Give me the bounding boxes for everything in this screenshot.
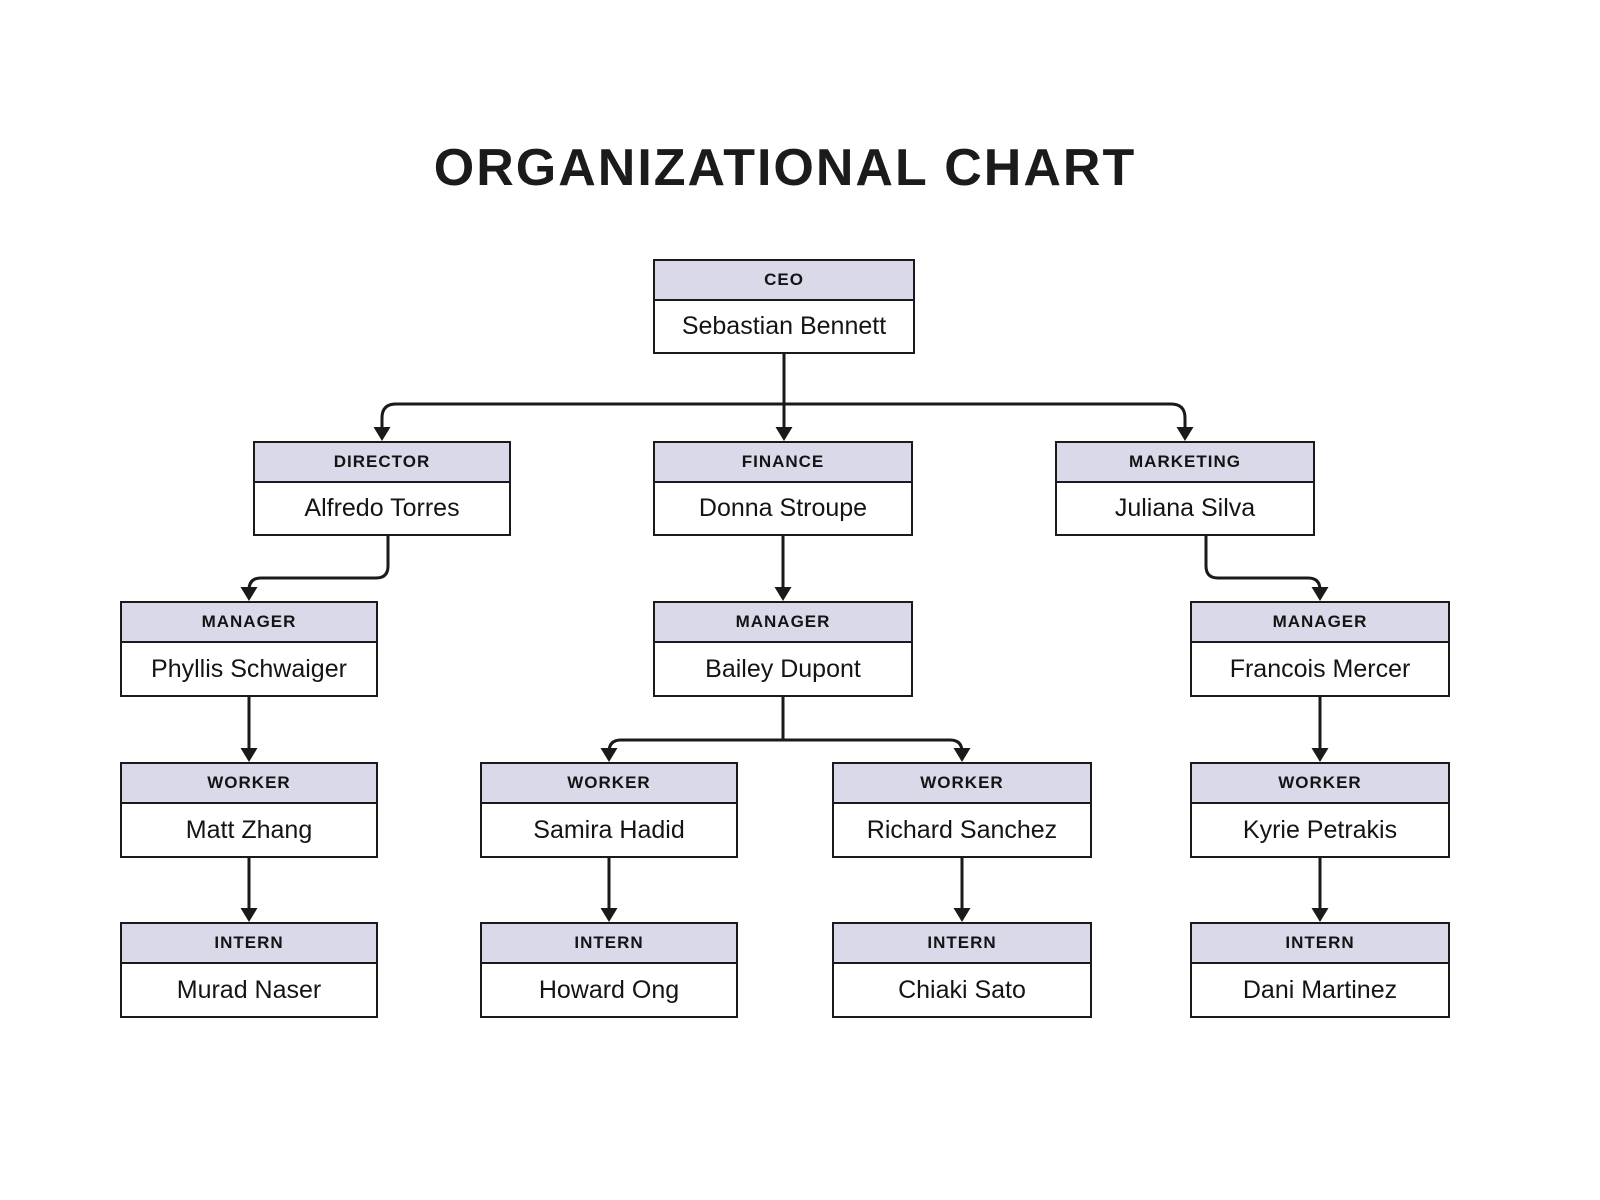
node-marketing-person-name: Juliana Silva (1057, 483, 1313, 534)
node-intern-finance-1: INTERN Howard Ong (480, 922, 738, 1018)
node-finance: FINANCE Donna Stroupe (653, 441, 913, 536)
node-intern-marketing-role-label: INTERN (1192, 924, 1448, 964)
node-worker-director: WORKER Matt Zhang (120, 762, 378, 858)
node-intern-director-person-name: Murad Naser (122, 964, 376, 1016)
node-director: DIRECTOR Alfredo Torres (253, 441, 511, 536)
arrowhead-managerR (1311, 587, 1329, 601)
node-intern-finance-2: INTERN Chiaki Sato (832, 922, 1092, 1018)
node-worker-finance-1-role-label: WORKER (482, 764, 736, 804)
node-intern-marketing: INTERN Dani Martinez (1190, 922, 1450, 1018)
node-marketing-role-label: MARKETING (1057, 443, 1313, 483)
arrowhead-workerC2 (953, 748, 971, 762)
arrowhead-director (373, 427, 391, 441)
node-intern-director: INTERN Murad Naser (120, 922, 378, 1018)
arrowhead-finance (775, 427, 793, 441)
arrowhead-internR (1311, 908, 1329, 922)
node-intern-finance-2-person-name: Chiaki Sato (834, 964, 1090, 1016)
node-ceo: CEO Sebastian Bennett (653, 259, 915, 354)
node-manager-marketing-person-name: Francois Mercer (1192, 643, 1448, 695)
connector-ceo-branch-bar (380, 402, 1187, 430)
node-intern-director-role-label: INTERN (122, 924, 376, 964)
arrowhead-workerL (240, 748, 258, 762)
arrowhead-internL (240, 908, 258, 922)
node-ceo-person-name: Sebastian Bennett (655, 301, 913, 352)
node-manager-marketing-role-label: MANAGER (1192, 603, 1448, 643)
node-worker-marketing-role-label: WORKER (1192, 764, 1448, 804)
node-intern-finance-1-person-name: Howard Ong (482, 964, 736, 1016)
node-director-person-name: Alfredo Torres (255, 483, 509, 534)
node-intern-finance-2-role-label: INTERN (834, 924, 1090, 964)
arrowhead-internC2 (953, 908, 971, 922)
node-manager-finance-person-name: Bailey Dupont (655, 643, 911, 695)
node-worker-director-person-name: Matt Zhang (122, 804, 376, 856)
node-finance-person-name: Donna Stroupe (655, 483, 911, 534)
connector-director-to-manager (247, 536, 390, 592)
arrowhead-internC1 (600, 908, 618, 922)
node-director-role-label: DIRECTOR (255, 443, 509, 483)
node-worker-marketing-person-name: Kyrie Petrakis (1192, 804, 1448, 856)
arrowhead-managerL (240, 587, 258, 601)
connector-marketing-to-manager (1204, 536, 1322, 592)
node-worker-finance-2-role-label: WORKER (834, 764, 1090, 804)
node-worker-finance-1-person-name: Samira Hadid (482, 804, 736, 856)
node-manager-director-person-name: Phyllis Schwaiger (122, 643, 376, 695)
arrowhead-marketing (1176, 427, 1194, 441)
node-manager-finance: MANAGER Bailey Dupont (653, 601, 913, 697)
connector-managerC-split-bar (607, 738, 964, 753)
node-worker-finance-1: WORKER Samira Hadid (480, 762, 738, 858)
page-title: ORGANIZATIONAL CHART (433, 139, 1137, 197)
arrowhead-workerC1 (600, 748, 618, 762)
node-ceo-role-label: CEO (655, 261, 913, 301)
node-worker-marketing: WORKER Kyrie Petrakis (1190, 762, 1450, 858)
node-worker-finance-2: WORKER Richard Sanchez (832, 762, 1092, 858)
node-worker-finance-2-person-name: Richard Sanchez (834, 804, 1090, 856)
node-manager-director-role-label: MANAGER (122, 603, 376, 643)
node-marketing: MARKETING Juliana Silva (1055, 441, 1315, 536)
node-manager-finance-role-label: MANAGER (655, 603, 911, 643)
arrowhead-managerC (774, 587, 792, 601)
node-manager-marketing: MANAGER Francois Mercer (1190, 601, 1450, 697)
arrowhead-workerR (1311, 748, 1329, 762)
node-finance-role-label: FINANCE (655, 443, 911, 483)
node-intern-finance-1-role-label: INTERN (482, 924, 736, 964)
node-intern-marketing-person-name: Dani Martinez (1192, 964, 1448, 1016)
node-manager-director: MANAGER Phyllis Schwaiger (120, 601, 378, 697)
node-worker-director-role-label: WORKER (122, 764, 376, 804)
